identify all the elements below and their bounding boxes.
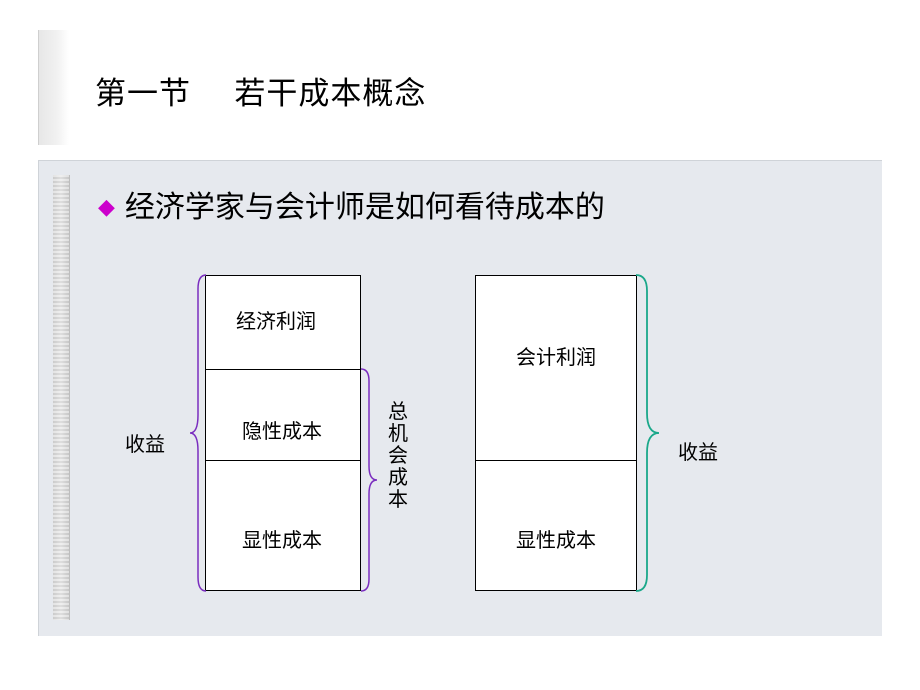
slide-title: 第一节 若干成本概念 <box>95 76 427 112</box>
explicit-cost-box-right: 显性成本 <box>475 460 637 591</box>
implicit-cost-box: 隐性成本 <box>205 369 361 461</box>
implicit-cost-label: 隐性成本 <box>242 419 322 443</box>
right-revenue-brace <box>635 274 660 592</box>
panel-side-strip <box>53 175 70 620</box>
right-revenue-label: 收益 <box>678 440 718 464</box>
diamond-bullet-icon: ◆ <box>98 195 115 220</box>
accounting-profit-box: 会计利润 <box>475 275 637 461</box>
explicit-cost-label-left: 显性成本 <box>242 528 322 552</box>
opportunity-cost-label: 总机会成本 <box>388 399 408 511</box>
bullet-item: ◆ 经济学家与会计师是如何看待成本的 <box>98 187 605 229</box>
left-revenue-label: 收益 <box>125 432 165 456</box>
title-accent-bar <box>38 30 69 145</box>
explicit-cost-box-left: 显性成本 <box>205 460 361 591</box>
content-panel <box>38 160 882 636</box>
bullet-text: 经济学家与会计师是如何看待成本的 <box>124 190 605 225</box>
opportunity-cost-brace <box>360 368 378 592</box>
left-revenue-brace <box>189 274 207 592</box>
economic-profit-label: 经济利润 <box>236 309 316 333</box>
accounting-profit-label: 会计利润 <box>516 345 596 369</box>
explicit-cost-label-right: 显性成本 <box>516 528 596 552</box>
economic-profit-box: 经济利润 <box>205 275 361 370</box>
